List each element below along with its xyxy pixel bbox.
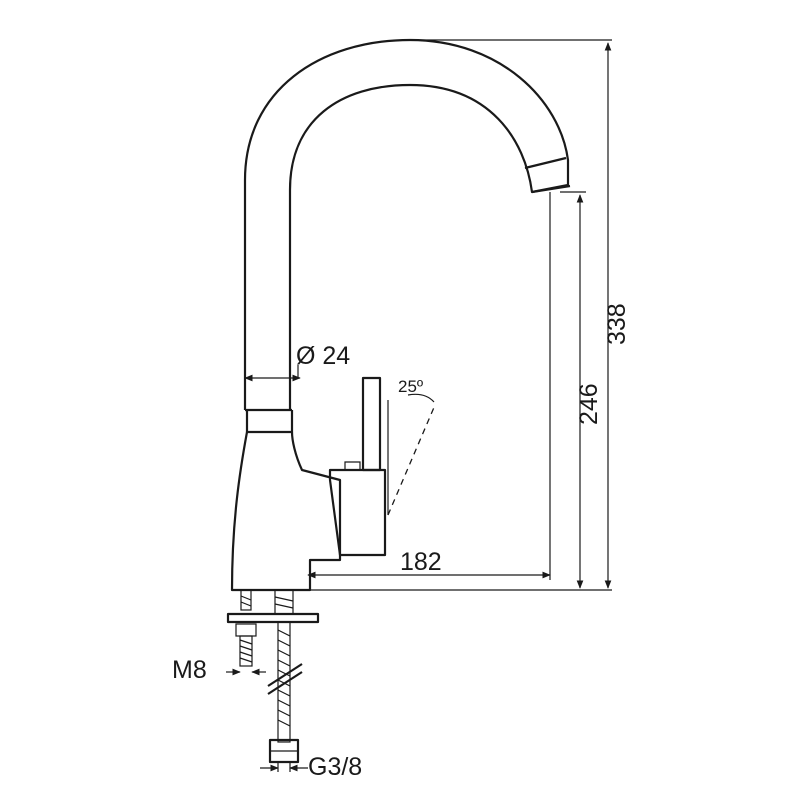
supply-hose: G3/8 [260, 589, 362, 781]
total-height-dimension: 338 [410, 39, 631, 589]
spout-height-label: 246 [575, 383, 603, 425]
lever-seam [344, 461, 361, 470]
faucet-body [230, 38, 571, 592]
handle-cartridge [328, 468, 387, 557]
spout-height-dimension: 246 [560, 191, 603, 589]
handle-lever [361, 376, 382, 472]
collar [245, 408, 294, 434]
mounting-stud: M8 [172, 589, 320, 684]
reach-label: 182 [400, 548, 442, 576]
reach-dimension: 182 [307, 192, 551, 580]
hose-label: G3/8 [308, 753, 362, 781]
body-base [230, 431, 342, 592]
diameter-dimension: Ø 24 [244, 342, 350, 382]
spout-tip [524, 156, 571, 194]
angle-label: 25º [398, 377, 423, 396]
angle-indicator: 25º [387, 377, 436, 516]
thread-label: M8 [172, 656, 207, 684]
diameter-label: Ø 24 [296, 342, 350, 370]
total-height-label: 338 [603, 303, 631, 345]
spout-neck [243, 38, 570, 410]
